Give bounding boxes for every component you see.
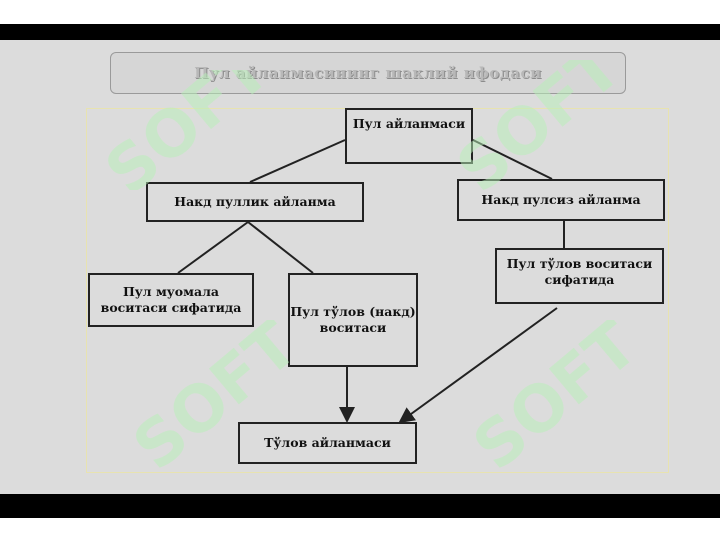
svg-text:SOFT: SOFT (444, 60, 636, 200)
line-root-to-cash (249, 139, 346, 183)
node-label: Пул тўлов воситаси сифатида (506, 256, 653, 288)
line-root-to-noncash (472, 139, 553, 180)
node-noncash-payment-means: Пул тўлов воситаси сифатида (495, 248, 664, 304)
arrow-noncash-payment-to-circulation (398, 307, 558, 424)
node-label: Пул муомала воситаси сифатида (100, 283, 242, 315)
node-label: Тўлов айланмаси (264, 434, 391, 450)
svg-text:SOFT: SOFT (460, 320, 652, 485)
watermark-soft-logo: SOFT (444, 60, 636, 200)
node-cash-payment-means: Пул тўлов (накд) воситаси (288, 273, 418, 367)
line-cash-to-exchange (177, 221, 249, 274)
bottom-letterbox-bar (0, 494, 720, 518)
node-label: Накд пулсиз айланма (481, 191, 641, 207)
svg-text:SOFT: SOFT (120, 320, 312, 485)
node-payment-circulation: Тўлов айланмаси (238, 422, 417, 464)
slide-title: Пул айланмасининг шаклий ифодаси (194, 64, 542, 82)
node-noncash-circulation: Накд пулсиз айланма (457, 179, 665, 221)
node-label: Пул айланмаси (352, 116, 466, 131)
slide-title-box: Пул айланмасининг шаклий ифодаси (110, 52, 626, 94)
node-label: Накд пуллик айланма (174, 193, 336, 209)
node-cash-circulation: Накд пуллик айланма (146, 182, 364, 222)
svg-text:SOFT: SOFT (95, 70, 284, 190)
watermark-soft-logo: SOFT (120, 320, 312, 485)
node-label: Пул тўлов (накд) воситаси (290, 303, 416, 335)
top-letterbox-bar (0, 24, 720, 40)
node-money-circulation: Пул айланмаси (345, 108, 473, 164)
watermark-soft-logo: SOFT (460, 320, 652, 485)
watermark-soft-logo: SOFT (95, 70, 284, 190)
line-cash-to-payment (247, 221, 314, 274)
node-exchange-medium: Пул муомала воситаси сифатида (88, 273, 254, 327)
